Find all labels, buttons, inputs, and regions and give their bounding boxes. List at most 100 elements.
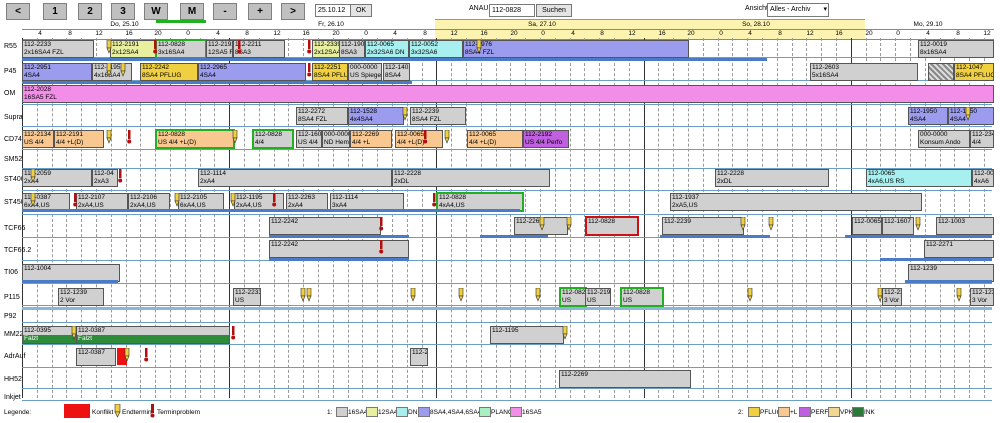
- terminproblem-icon[interactable]: [431, 193, 437, 207]
- terminproblem-icon[interactable]: [236, 40, 242, 54]
- terminproblem-icon[interactable]: [306, 40, 312, 54]
- job-block[interactable]: 112-2271: [924, 240, 994, 258]
- job-block-conflict[interactable]: 112-0828: [585, 216, 639, 236]
- job-block[interactable]: 112-1607US 4/4: [296, 130, 322, 148]
- job-block[interactable]: 112-0387: [76, 348, 116, 366]
- terminproblem-icon[interactable]: [152, 40, 158, 54]
- nav-1-button[interactable]: 1: [43, 3, 67, 20]
- anau-input[interactable]: 112-0828: [489, 4, 535, 17]
- job-block[interactable]: 112-0065: [852, 217, 882, 235]
- job-block[interactable]: 112-1607: [882, 217, 914, 235]
- endtermin-icon[interactable]: [768, 217, 774, 231]
- endtermin-icon[interactable]: [30, 169, 36, 183]
- endtermin-icon[interactable]: [230, 193, 236, 207]
- endtermin-icon[interactable]: [740, 217, 746, 231]
- endtermin-icon[interactable]: [300, 288, 306, 302]
- job-block[interactable]: 112-22333 Vor: [882, 288, 902, 306]
- terminproblem-icon[interactable]: [126, 130, 132, 144]
- endtermin-icon[interactable]: [539, 217, 545, 231]
- endtermin-icon[interactable]: [566, 217, 572, 231]
- zoom-in-button[interactable]: +: [248, 3, 272, 20]
- nav-next-button[interactable]: >: [281, 3, 305, 20]
- job-block[interactable]: 112-0064xA6: [972, 169, 994, 187]
- nav-2-button[interactable]: 2: [78, 3, 102, 20]
- job-block[interactable]: 112-2269: [559, 370, 691, 388]
- job-block[interactable]: 112-2239: [662, 217, 744, 235]
- job-block[interactable]: 112-19048SA3: [339, 40, 365, 58]
- endtermin-icon[interactable]: [562, 326, 568, 340]
- endtermin-icon[interactable]: [306, 288, 312, 302]
- nav-prev-button[interactable]: <: [6, 3, 30, 20]
- zoom-out-button[interactable]: -: [213, 3, 237, 20]
- terminproblem-icon[interactable]: [306, 63, 312, 77]
- endtermin-icon[interactable]: [956, 288, 962, 302]
- endtermin-icon[interactable]: [877, 288, 883, 302]
- job-block[interactable]: 112-11954x16SA4: [92, 63, 132, 81]
- job-block[interactable]: 112-2191US: [585, 288, 611, 306]
- terminproblem-icon[interactable]: [230, 326, 236, 340]
- endtermin-icon[interactable]: [106, 63, 112, 77]
- conflict-block[interactable]: [117, 348, 127, 365]
- ansicht-select[interactable]: Alles - Archiv ▾: [767, 3, 829, 17]
- endtermin-icon[interactable]: [232, 130, 238, 144]
- endtermin-icon[interactable]: [30, 193, 36, 207]
- endtermin-icon[interactable]: [458, 288, 464, 302]
- endtermin-icon[interactable]: [174, 193, 180, 207]
- nav-3-button[interactable]: 3: [111, 3, 135, 20]
- terminproblem-icon[interactable]: [378, 240, 384, 254]
- nav-week-button[interactable]: W: [144, 3, 168, 20]
- job-block[interactable]: 112-2242: [269, 240, 409, 258]
- endtermin-icon[interactable]: [444, 130, 450, 144]
- endtermin-icon[interactable]: [476, 40, 482, 54]
- endtermin-icon[interactable]: [965, 107, 971, 121]
- job-block[interactable]: 112-12393 Vor: [970, 288, 994, 306]
- terminproblem-icon[interactable]: [72, 193, 78, 207]
- endtermin-icon[interactable]: [106, 130, 112, 144]
- date-input[interactable]: 25.10.12: [315, 4, 351, 17]
- ok-button[interactable]: OK: [350, 4, 372, 17]
- endtermin-icon[interactable]: [71, 326, 77, 340]
- endtermin-icon[interactable]: [915, 217, 921, 231]
